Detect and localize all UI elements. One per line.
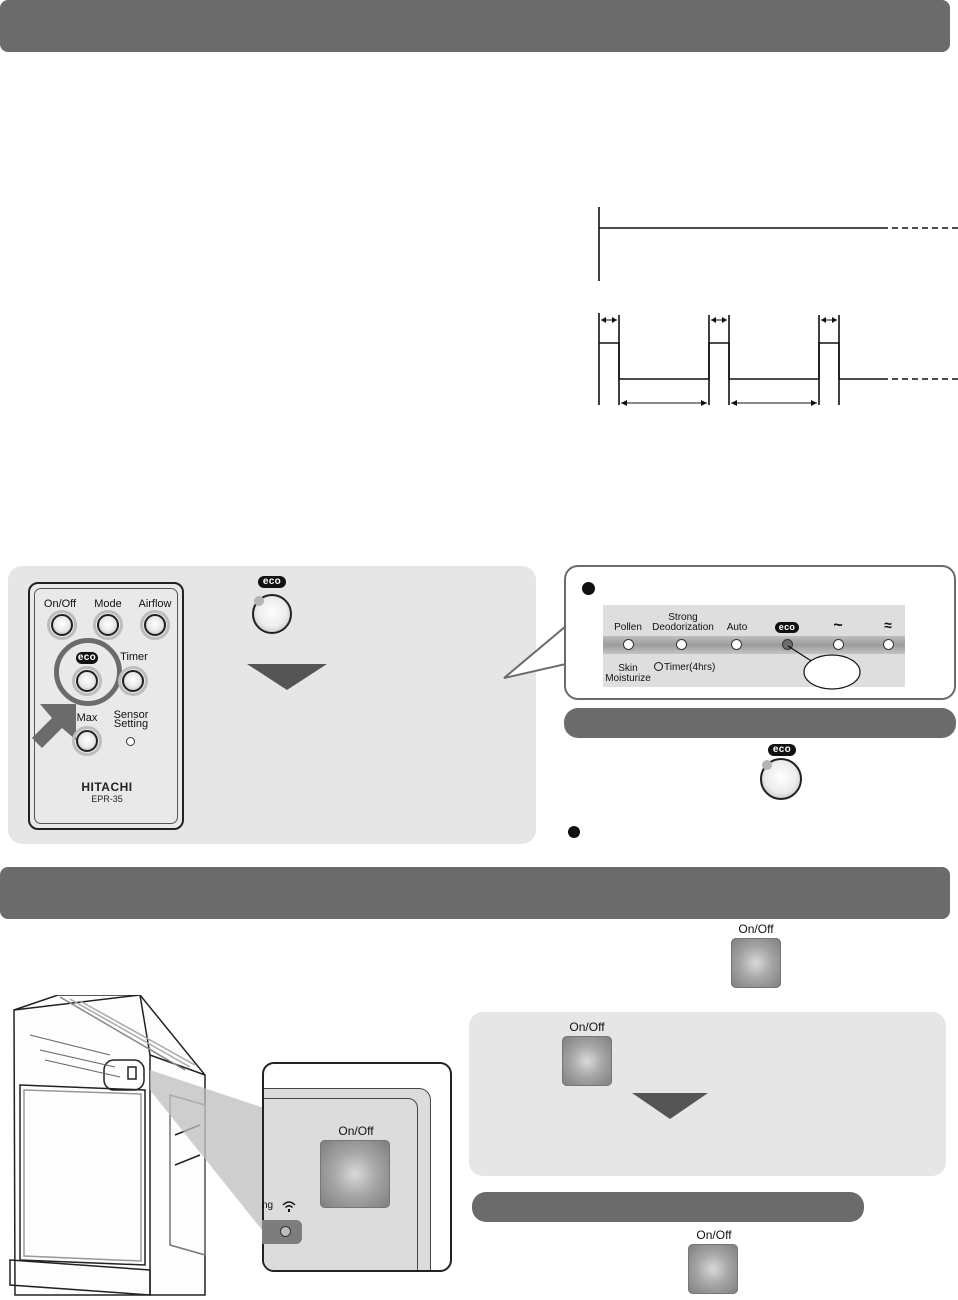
remote-label-airflow: Airflow [138,598,172,610]
indicator-label-skin-2: Moisturize [605,673,651,684]
power-down-arrow-icon [632,1093,708,1119]
indicator-eco-badge: eco [775,622,799,633]
air-purifier-illustration [9,995,270,1296]
unit-indicator-strip [262,1220,302,1244]
indicator-label-skin-1: Skin [618,663,638,674]
remote-label-on-off: On/Off [43,598,77,610]
down-arrow-icon [247,664,327,690]
press-arrow-icon [32,704,76,748]
remote-eco-badge: eco [76,652,98,664]
remote-brand: HITACHI [81,780,133,794]
remote-eco-button[interactable] [72,666,102,696]
unit-on-off-button[interactable] [320,1140,390,1208]
indicator-label-strong-2: Deodorization [652,622,714,633]
power-top-button[interactable] [731,938,781,988]
remote-model: EPR-35 [91,794,123,804]
step-eco-badge: eco [258,576,286,588]
unit-partial-text: ng [262,1200,274,1211]
indicator-led-fan-low [833,639,844,650]
wifi-icon [282,1200,296,1215]
indicator-led-eco [782,639,793,650]
eco-cancel-header [564,708,956,738]
remote-label-sensor-1: Sensor [113,709,149,721]
note-bullet [568,826,580,838]
callout-pointer [503,623,568,679]
step-eco-button[interactable] [252,594,292,634]
timing-pulse-line [599,342,888,380]
indicator-led-strong [676,639,687,650]
indicator-label-fan-high: ≈ [884,617,892,633]
remote-label-mode: Mode [94,598,122,610]
indicator-label-timer: Timer(4hrs) [664,662,716,673]
power-cancel-button[interactable] [688,1244,738,1294]
indicator-label-pollen: Pollen [614,622,642,633]
remote-on-off-button[interactable] [47,610,77,640]
indicator-label-strong-1: Strong [668,612,698,623]
power-cancel-header [472,1192,864,1222]
indicator-label-auto: Auto [726,622,748,633]
indicator-led-auto [731,639,742,650]
clock-icon [654,662,663,671]
unit-on-off-label: On/Off [338,1124,374,1138]
remote-timer-button[interactable] [118,666,148,696]
indicator-label-fan-low: ~ [833,617,843,634]
indicator-led-pollen [623,639,634,650]
power-cancel-label: On/Off [696,1228,732,1242]
power-step-label: On/Off [569,1020,605,1034]
power-top-label: On/Off [738,922,774,936]
remote-airflow-button[interactable] [140,610,170,640]
power-step-panel [469,1012,946,1176]
remote-label-max: Max [76,712,98,724]
section-header-bar-top [0,0,950,52]
remote-label-timer: Timer [120,651,148,663]
remote-label-sensor-2: Setting [113,718,149,730]
cancel-eco-button[interactable] [760,758,802,800]
indicator-led-fan-high [883,639,894,650]
callout-bullet [582,582,595,595]
eco-led-callout-oval [787,645,861,690]
operation-timing-diagram [598,207,958,406]
remote-max-button[interactable] [72,726,102,756]
remote-mode-button[interactable] [93,610,123,640]
power-step-button[interactable] [562,1036,612,1086]
cancel-eco-badge: eco [768,744,796,756]
remote-sensor-setting-hole[interactable] [126,737,135,746]
section-header-bar-power [0,867,950,919]
